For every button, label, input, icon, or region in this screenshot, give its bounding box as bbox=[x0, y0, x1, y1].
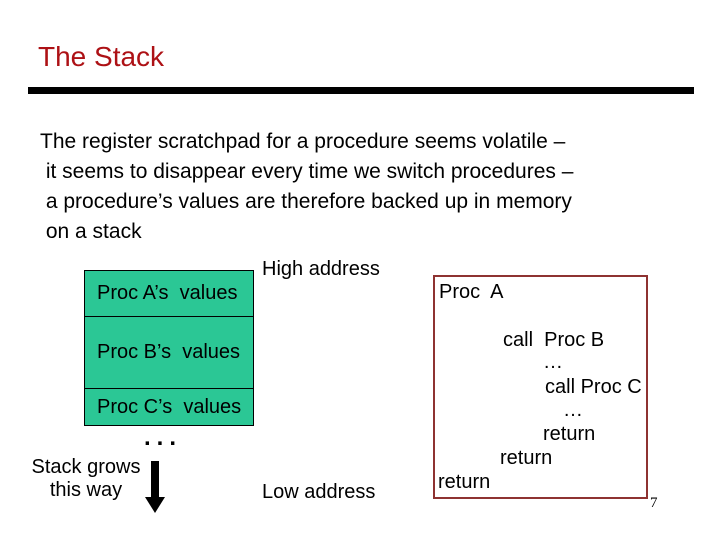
title-divider bbox=[28, 87, 694, 94]
down-arrow-icon bbox=[145, 497, 165, 513]
stack-grow-caption: Stack grows this way bbox=[28, 456, 144, 502]
code-line-ellipsis-1: … bbox=[543, 351, 563, 373]
high-address-label: High address bbox=[262, 258, 380, 280]
code-line-call-proc-b: call Proc B bbox=[503, 329, 605, 351]
body-paragraph: The register scratchpad for a procedure … bbox=[40, 130, 574, 243]
stack-grow-caption-line2: this way bbox=[49, 479, 123, 501]
code-line-return-1: return bbox=[543, 423, 596, 445]
stack-frame-proc-a: Proc A’s values bbox=[84, 270, 254, 317]
stack-frame-proc-b-label: Proc B’s values bbox=[97, 341, 241, 363]
down-arrow-shaft bbox=[151, 461, 159, 498]
code-line-call-proc-c: call Proc C bbox=[545, 376, 642, 398]
page-title: The Stack bbox=[38, 41, 165, 72]
stack-ellipsis: ... bbox=[144, 424, 183, 451]
page-number: 7 bbox=[650, 495, 658, 511]
call-sequence-box: Proc A call Proc B … call Proc C … retur… bbox=[433, 275, 648, 499]
stack-grow-caption-line1: Stack grows bbox=[31, 456, 141, 478]
stack-frame-proc-c: Proc C’s values bbox=[84, 388, 254, 426]
code-line-ellipsis-2: … bbox=[563, 399, 583, 421]
code-line-proc-a: Proc A bbox=[439, 281, 504, 303]
low-address-label: Low address bbox=[262, 481, 376, 503]
code-line-return-3: return bbox=[438, 471, 491, 493]
stack-frame-proc-c-label: Proc C’s values bbox=[97, 395, 242, 418]
code-line-return-2: return bbox=[500, 447, 553, 469]
stack-frames: Proc A’s values Proc B’s values Proc C’s… bbox=[84, 270, 254, 426]
stack-frame-proc-a-label: Proc A’s values bbox=[97, 282, 238, 304]
stack-frame-proc-b: Proc B’s values bbox=[84, 316, 254, 389]
